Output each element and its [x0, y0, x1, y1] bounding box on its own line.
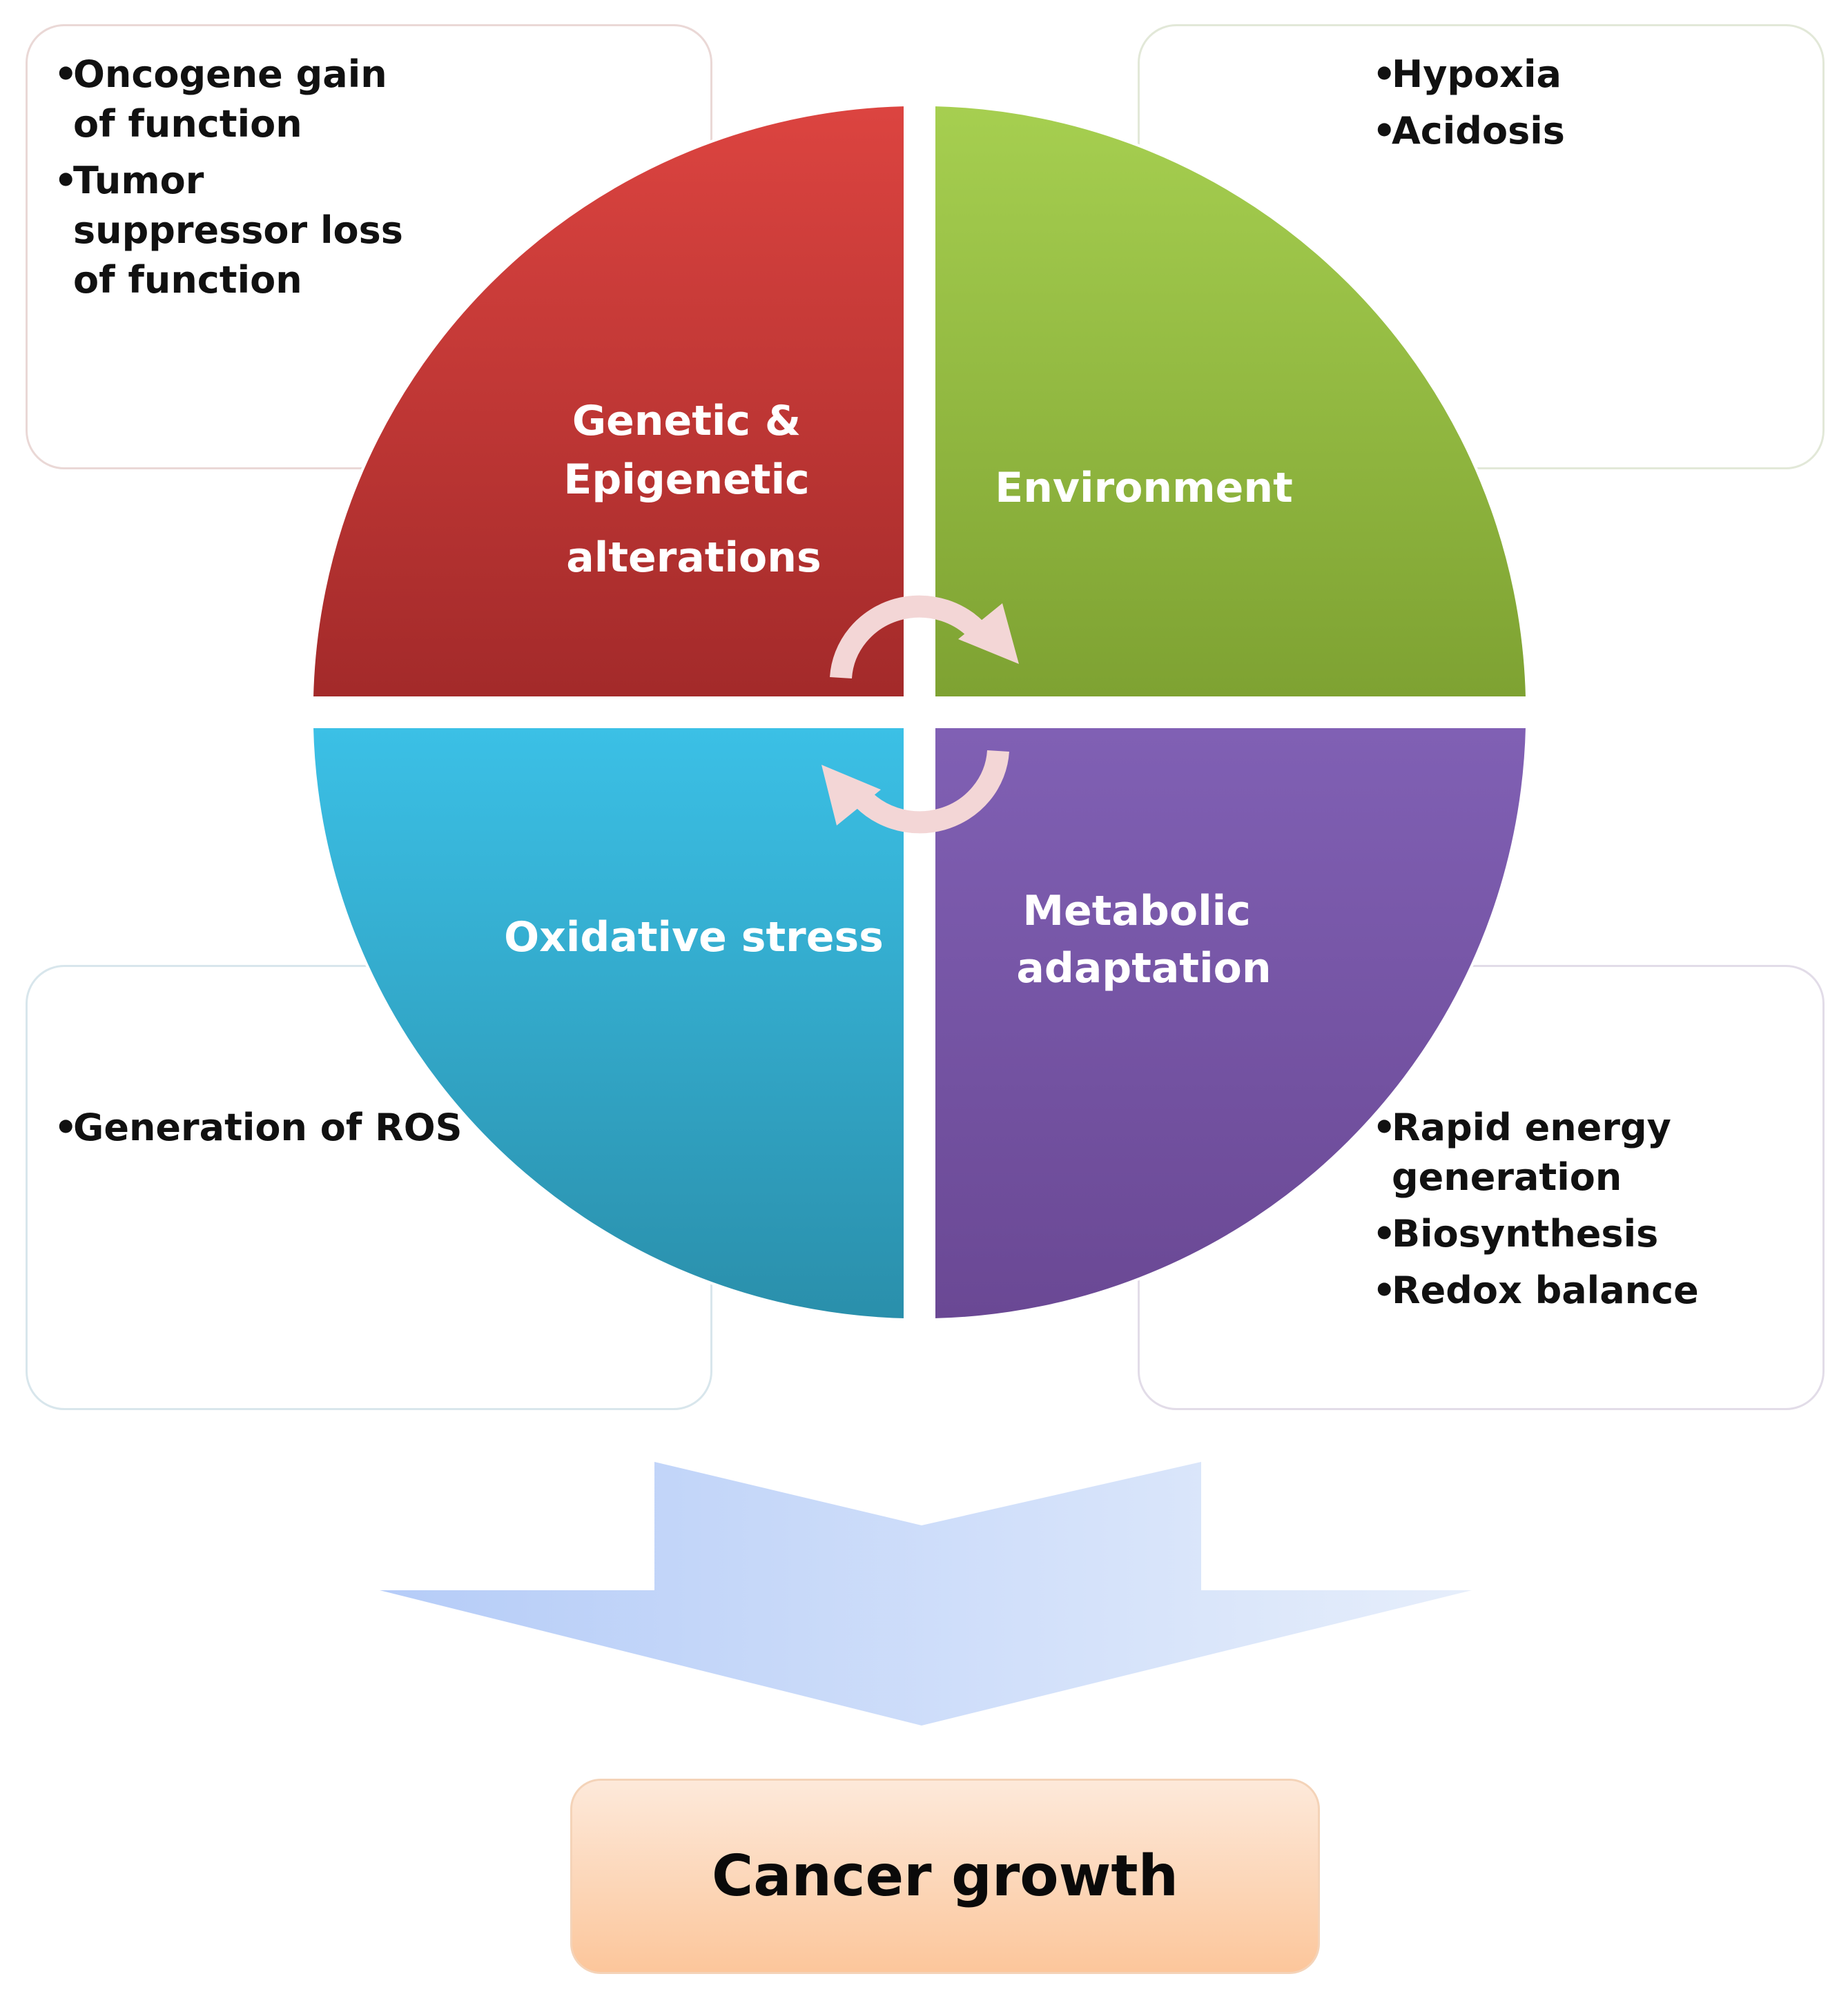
quadrant-metabolic-label: Metabolic adaptation — [1016, 887, 1271, 993]
cycle-arrow-top-icon — [830, 595, 1019, 679]
list-item: Redox balance — [1372, 1266, 1704, 1316]
list-item: Biosynthesis — [1372, 1209, 1704, 1259]
quadrant-environment — [933, 103, 1529, 699]
list-item: Rapid energy generation — [1372, 1103, 1704, 1202]
down-arrow-icon — [380, 1462, 1472, 1726]
quadrant-oxidative-label-line: Oxidative stress — [504, 913, 884, 961]
quadrant-genetic-label: Genetic & Epigenetic alterations — [563, 397, 824, 582]
cycle-arrow-bottom-icon — [821, 750, 1009, 834]
quadrant-genetic — [310, 103, 906, 699]
notes-environment-list: Hypoxia Acidosis — [1372, 50, 1787, 163]
quadrant-metabolic-label-line: Metabolic — [1022, 887, 1250, 935]
quadrant-genetic-label-line: Genetic & — [572, 397, 801, 445]
quadrant-oxidative-label: Oxidative stress — [504, 913, 884, 961]
notes-genetic-list: Oncogene gain of function Tumor suppress… — [54, 50, 440, 312]
cancer-growth-box: Cancer growth — [570, 1779, 1320, 1974]
quadrant-genetic-label-line: Epigenetic — [563, 456, 809, 504]
quadrant-environment-label-line: Environment — [995, 464, 1293, 512]
list-item: Oncogene gain of function — [54, 50, 440, 149]
quadrant-metabolic — [933, 725, 1529, 1322]
list-item: Generation of ROS — [54, 1103, 537, 1153]
list-item: Acidosis — [1372, 106, 1787, 156]
quadrant-environment-label: Environment — [995, 464, 1293, 512]
list-item: Hypoxia — [1372, 50, 1787, 99]
notes-oxidative-list: Generation of ROS — [54, 1103, 537, 1160]
quadrant-genetic-label-line: alterations — [566, 534, 821, 582]
cancer-growth-label: Cancer growth — [712, 1844, 1178, 1909]
quadrant-metabolic-label-line: adaptation — [1016, 944, 1271, 993]
quadrant-oxidative — [310, 725, 906, 1322]
list-item: Tumor suppressor loss of function — [54, 156, 440, 305]
notes-metabolic-list: Rapid energy generation Biosynthesis Red… — [1372, 1103, 1704, 1322]
